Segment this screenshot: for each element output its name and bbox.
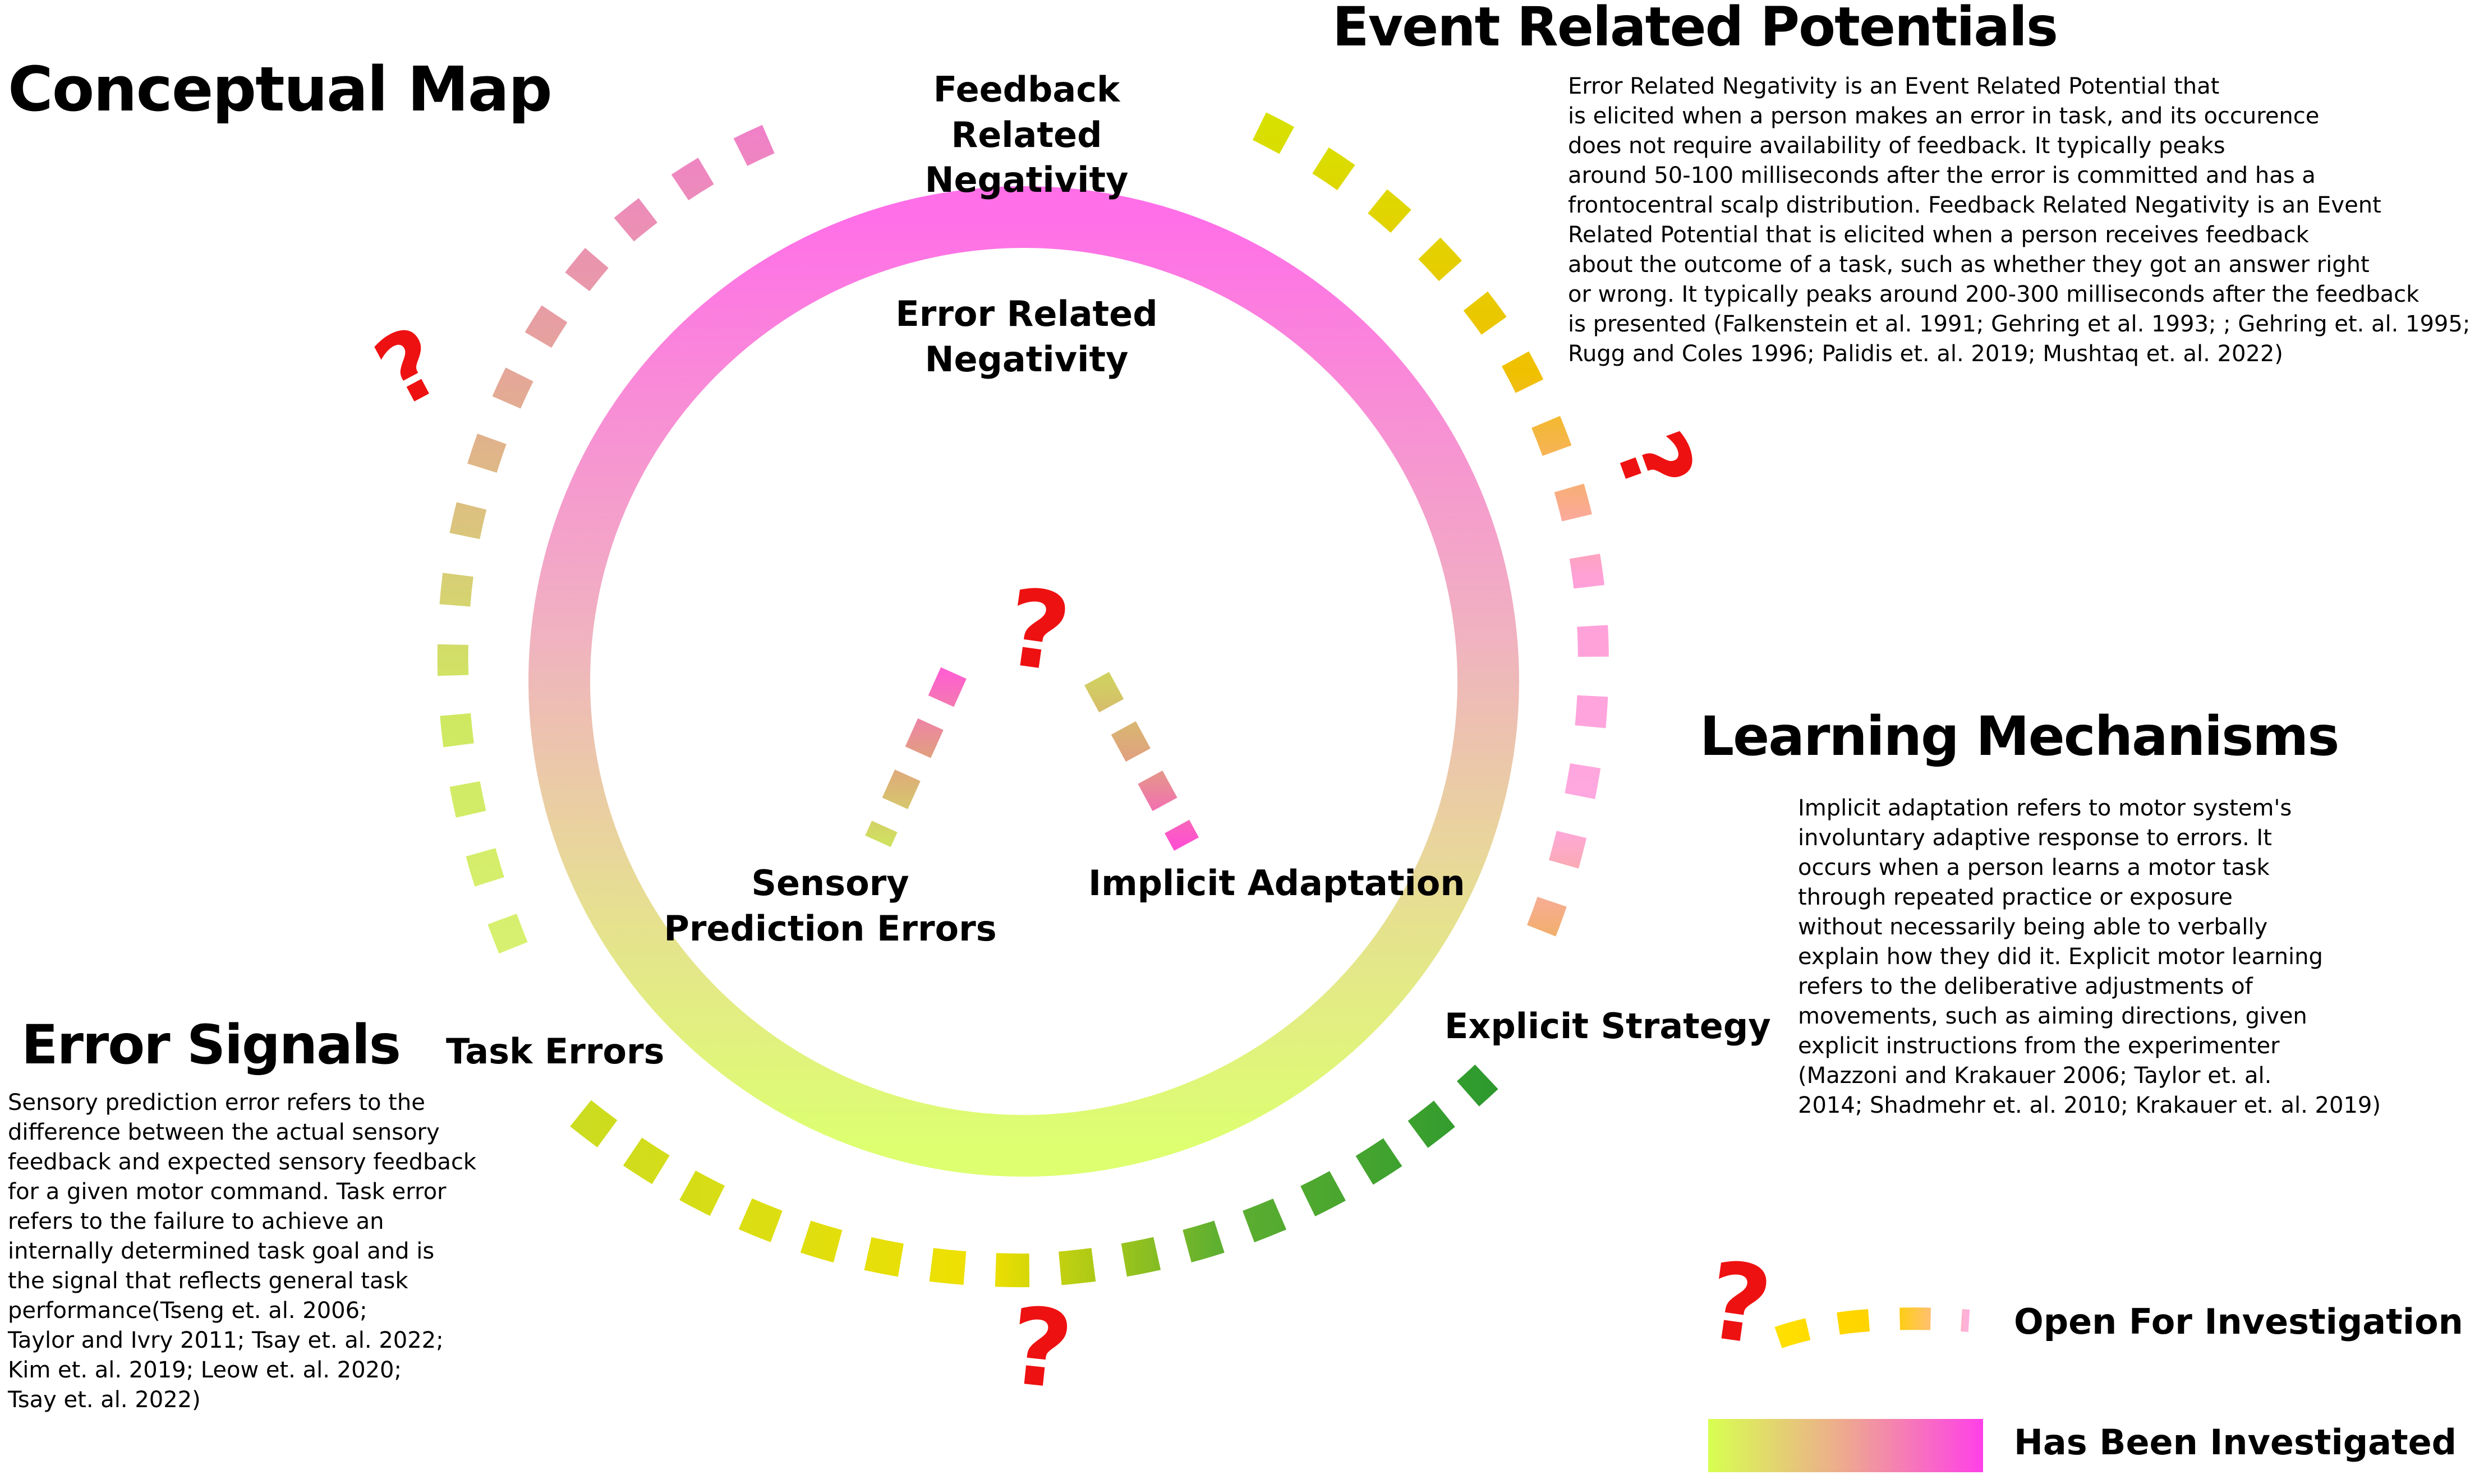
node-implicit-adaptation: Implicit Adaptation: [1088, 863, 1465, 904]
error-signals-line: Taylor and Ivry 2011; Tsay et. al. 2022;: [8, 1328, 444, 1353]
legend-investigated-label: Has Been Investigated: [2014, 1422, 2457, 1463]
erp-line: Related Potential that is elicited when …: [1568, 222, 2309, 248]
learning-line: explain how they did it. Explicit motor …: [1798, 944, 2323, 970]
learning-line: 2014; Shadmehr et. al. 2010; Krakauer et…: [1798, 1093, 2381, 1118]
heading-error-signals: Error Signals: [21, 1013, 401, 1076]
heading-conceptual-map: Conceptual Map: [8, 53, 553, 125]
error-signals-line: refers to the failure to achieve an: [8, 1209, 384, 1234]
left-dashed-arc: [437, 113, 802, 954]
learning-line: refers to the deliberative adjustments o…: [1798, 974, 2253, 999]
right-dashed-arc: [1252, 112, 1609, 954]
error-signals-line: internally determined task goal and is: [8, 1238, 435, 1264]
learning-line: through repeated practice or exposure: [1798, 884, 2233, 910]
learning-line: occurs when a person learns a motor task: [1798, 855, 2270, 881]
error-signals-line: Tsay et. al. 2022): [8, 1387, 201, 1413]
node-error-related-negativity: Error Related Negativity: [895, 293, 1158, 380]
error-signals-line: feedback and expected sensory feedback: [8, 1149, 477, 1175]
erp-line: frontocentral scalp distribution. Feedba…: [1568, 192, 2381, 218]
learning-line: (Mazzoni and Krakauer 2006; Taylor et. a…: [1798, 1063, 2272, 1089]
investigated-ring: [528, 186, 1519, 1177]
erp-line: about the outcome of a task, such as whe…: [1568, 252, 2370, 278]
learning-line: movements, such as aiming directions, gi…: [1798, 1003, 2307, 1029]
learning-line: explicit instructions from the experimen…: [1798, 1033, 2280, 1059]
error-signals-line: the signal that reflects general task: [8, 1268, 408, 1294]
erp-line: is presented (Falkenstein et al. 1991; G…: [1568, 311, 2470, 337]
center-to-spe-dashes: [865, 667, 967, 847]
erp-line: is elicited when a person makes an error…: [1568, 103, 2320, 129]
learning-description: Implicit adaptation refers to motor syst…: [1798, 794, 2381, 1121]
erp-description: Error Related Negativity is an Event Rel…: [1568, 72, 2470, 369]
bottom-dashed-arc: [570, 1064, 1498, 1288]
heading-learning-mechanisms: Learning Mechanisms: [1700, 705, 2339, 768]
legend-open-dashes: [1774, 1307, 1970, 1348]
heading-event-related-potentials: Event Related Potentials: [1332, 0, 2058, 58]
legend-open-label: Open For Investigation: [2014, 1301, 2463, 1342]
learning-line: without necessarily being able to verbal…: [1798, 914, 2268, 940]
erp-line: or wrong. It typically peaks around 200-…: [1568, 282, 2420, 307]
erp-line: does not require availability of feedbac…: [1568, 133, 2225, 159]
node-feedback-related-negativity: Feedback Related Negativity: [924, 69, 1129, 201]
error-signals-line: Sensory prediction error refers to the: [8, 1090, 425, 1116]
node-explicit-strategy: Explicit Strategy: [1445, 1006, 1771, 1047]
node-sensory-prediction-errors: Sensory Prediction Errors: [664, 863, 997, 949]
node-task-errors: Task Errors: [446, 1031, 665, 1072]
error-signals-line: difference between the actual sensory: [8, 1119, 440, 1145]
learning-line: involuntary adaptive response to errors.…: [1798, 825, 2272, 851]
center-to-ia-dashes: [1084, 672, 1199, 851]
erp-line: around 50-100 milliseconds after the err…: [1568, 163, 2316, 188]
erp-line: Rugg and Coles 1996; Palidis et. al. 201…: [1568, 341, 2283, 367]
error-signals-line: for a given motor command. Task error: [8, 1179, 447, 1205]
error-signals-description: Sensory prediction error refers to the d…: [8, 1088, 476, 1415]
erp-line: Error Related Negativity is an Event Rel…: [1568, 73, 2220, 99]
learning-line: Implicit adaptation refers to motor syst…: [1798, 795, 2292, 821]
question-mark-icon: ?: [1003, 1283, 1078, 1414]
error-signals-line: performance(Tseng et. al. 2006;: [8, 1298, 367, 1324]
error-signals-line: Kim et. al. 2019; Leow et. al. 2020;: [8, 1357, 402, 1383]
legend-investigated-bar: [1708, 1419, 1983, 1472]
